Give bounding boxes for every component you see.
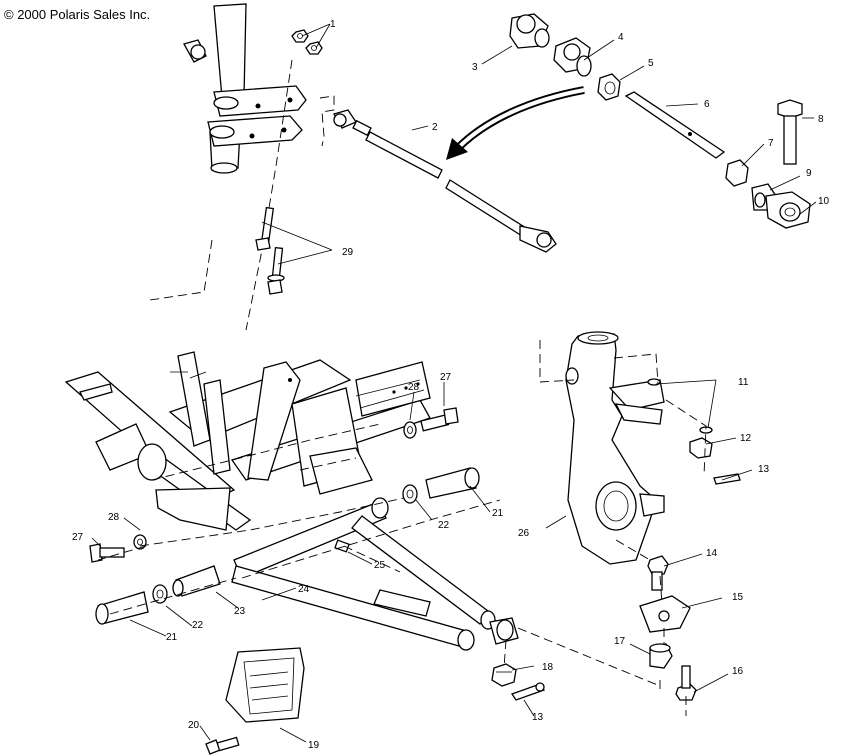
- callout-22-lower: 22: [192, 620, 204, 631]
- washer-11: [647, 378, 713, 434]
- jam-nut-7: [725, 159, 749, 187]
- callout-1: 1: [330, 19, 336, 30]
- callout-18: 18: [542, 662, 554, 673]
- frame-section: [64, 351, 431, 531]
- bushing-22-lower: [152, 584, 168, 604]
- washer-28-upper: [403, 421, 417, 439]
- direction-arrow: [446, 86, 585, 160]
- copyright-text: © 2000 Polaris Sales Inc.: [4, 7, 150, 22]
- skid-plate-19: [225, 647, 305, 723]
- bolt-8: [777, 99, 803, 165]
- bolt-27-lower: [89, 543, 125, 563]
- pivot-shaft-21-lower: [95, 591, 149, 625]
- callout-26: 26: [518, 528, 530, 539]
- a-arm-24: [231, 497, 519, 651]
- castle-nut-12: [689, 437, 713, 459]
- callout-4: 4: [618, 32, 624, 43]
- jam-nut-5: [597, 73, 621, 101]
- bolt-27-upper: [420, 407, 459, 432]
- callout-29: 29: [342, 247, 354, 258]
- callout-21-lower: 21: [166, 632, 178, 643]
- callout-12: 12: [740, 433, 752, 444]
- bolt-16: [675, 665, 697, 701]
- callout-2: 2: [432, 122, 438, 133]
- callout-28-lower: 28: [108, 512, 120, 523]
- steering-post: [183, 3, 307, 174]
- callout-13-upper: 13: [758, 464, 770, 475]
- rod-end-4: [553, 37, 592, 77]
- callout-labels: 1 2 3 4 5 6 7 8 9 10 11 12 13 26 14 15 1…: [72, 19, 830, 751]
- grease-fitting-25: [334, 539, 350, 553]
- callout-13-lower: 13: [532, 712, 544, 723]
- callout-28-upper: 28: [408, 382, 420, 393]
- callout-24: 24: [298, 584, 310, 595]
- callout-27-upper: 27: [440, 372, 452, 383]
- callout-20: 20: [188, 720, 200, 731]
- callout-27-lower: 27: [72, 532, 84, 543]
- callout-15: 15: [732, 592, 744, 603]
- callout-7: 7: [768, 138, 774, 149]
- bushing-22-upper: [402, 484, 418, 504]
- callout-14: 14: [706, 548, 718, 559]
- callout-9: 9: [806, 168, 812, 179]
- callout-25: 25: [374, 560, 386, 571]
- callout-8: 8: [818, 114, 824, 125]
- callout-10: 10: [818, 196, 830, 207]
- ball-joint-17: [649, 643, 673, 669]
- cotter-pin-13-lower: [510, 682, 546, 701]
- callout-3: 3: [472, 62, 478, 73]
- castle-nut-18: [491, 663, 517, 687]
- bolt-29: [255, 206, 285, 295]
- callout-6: 6: [704, 99, 710, 110]
- callout-11: 11: [738, 377, 749, 388]
- sleeve-23: [172, 565, 221, 597]
- spindle-26: [565, 331, 665, 565]
- plate-15: [639, 595, 691, 633]
- callout-19: 19: [308, 740, 320, 751]
- callout-23: 23: [234, 606, 246, 617]
- callout-21-upper: 21: [492, 508, 504, 519]
- callout-22-upper: 22: [438, 520, 450, 531]
- dashed-guide-frame: [97, 340, 707, 716]
- callout-5: 5: [648, 58, 654, 69]
- rod-end-10: [765, 191, 811, 229]
- bolt-14: [647, 555, 669, 591]
- callout-16: 16: [732, 666, 744, 677]
- callout-17: 17: [614, 636, 626, 647]
- pivot-shaft-21-upper: [425, 467, 480, 499]
- leader-lines: [91, 23, 817, 743]
- screw-20: [205, 736, 240, 755]
- dashed-guide-steering: [149, 59, 335, 331]
- tie-rod-shaft-6: [624, 91, 726, 159]
- tie-rod: [333, 109, 557, 253]
- rod-end-3: [509, 13, 550, 49]
